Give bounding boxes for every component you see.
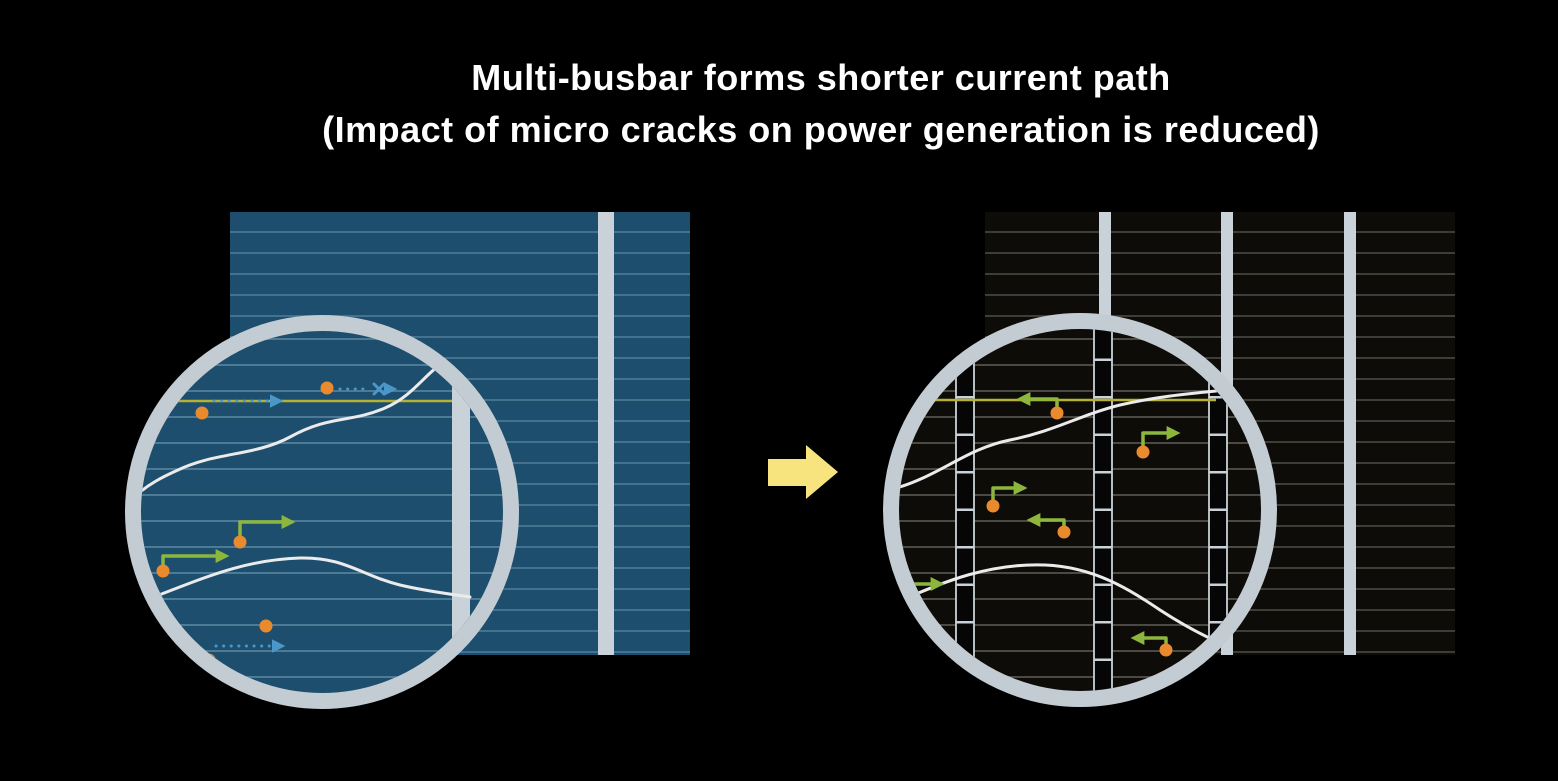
lens-content-right	[899, 329, 1261, 691]
electron-dot	[233, 535, 247, 549]
electron-dot	[1159, 643, 1173, 657]
electron-dot	[986, 499, 1000, 513]
busbar	[598, 212, 614, 655]
diagram-title: Multi-busbar forms shorter current path …	[0, 52, 1558, 156]
magnifier-right	[883, 313, 1277, 707]
title-lines: Multi-busbar forms shorter current path …	[42, 52, 1558, 156]
short-path-arrow	[1026, 513, 1066, 529]
electron-dot	[1050, 406, 1064, 420]
magnifier-left	[125, 315, 519, 709]
short-path-arrow	[991, 481, 1028, 502]
lens-ring	[883, 313, 1277, 707]
electron-dot	[156, 564, 170, 578]
short-path-arrow	[1141, 426, 1181, 448]
title-line-1: Multi-busbar forms shorter current path	[471, 57, 1171, 98]
electron-dot	[1057, 525, 1071, 539]
busbar-zoom	[955, 329, 975, 691]
electron-dot	[1136, 445, 1150, 459]
electron-dot	[195, 406, 209, 420]
busbar-zoom	[1093, 329, 1113, 691]
electron-dot	[320, 381, 334, 395]
title-line-2: (Impact of micro cracks on power generat…	[322, 109, 1320, 150]
lens-ring	[125, 315, 519, 709]
transition-arrow-icon	[768, 445, 838, 499]
short-path-arrow	[1016, 392, 1059, 409]
electron-dot	[259, 619, 273, 633]
micro-crack	[899, 389, 1218, 491]
short-path-arrow	[161, 549, 230, 567]
short-path-arrow	[238, 515, 296, 538]
micro-crack	[141, 556, 472, 603]
micro-crack	[899, 563, 1220, 644]
micro-crack	[141, 357, 451, 494]
lens-content-left	[141, 331, 503, 693]
busbar-zoom	[452, 331, 470, 693]
short-path-arrow	[1130, 631, 1168, 646]
busbar	[1344, 212, 1356, 655]
blocked-path-x-icon	[372, 382, 386, 396]
